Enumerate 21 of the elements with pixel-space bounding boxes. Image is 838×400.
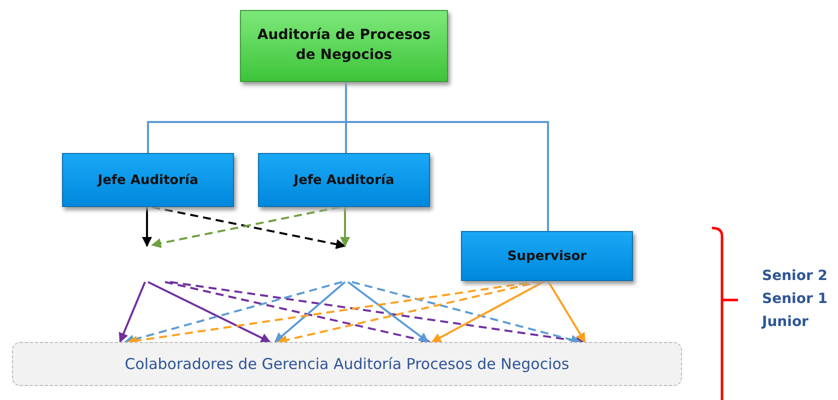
arrow — [148, 281, 271, 343]
connector-line — [345, 82, 549, 231]
arrow — [340, 207, 350, 247]
arrow — [347, 281, 429, 343]
role-box: Supervisor — [461, 231, 633, 281]
group-box: Colaboradores de Gerencia Auditoría Procesos de Negocios — [12, 342, 682, 386]
level-label: Junior — [762, 314, 808, 330]
level-label: Senior 2 — [762, 268, 828, 284]
arrow — [352, 281, 581, 345]
arrow — [277, 280, 544, 345]
arrow — [164, 281, 431, 345]
org-head-box: Auditoría de Procesos de Negocios — [240, 10, 448, 82]
role-box: Jefe Auditoría — [62, 153, 234, 207]
arrow — [124, 281, 342, 344]
arrow — [142, 207, 152, 247]
arrow — [118, 282, 146, 343]
arrow — [547, 280, 586, 343]
arrow — [431, 280, 546, 343]
arrow — [274, 281, 346, 343]
level-label: Senior 1 — [762, 291, 828, 307]
role-box: Jefe Auditoría — [258, 153, 430, 207]
